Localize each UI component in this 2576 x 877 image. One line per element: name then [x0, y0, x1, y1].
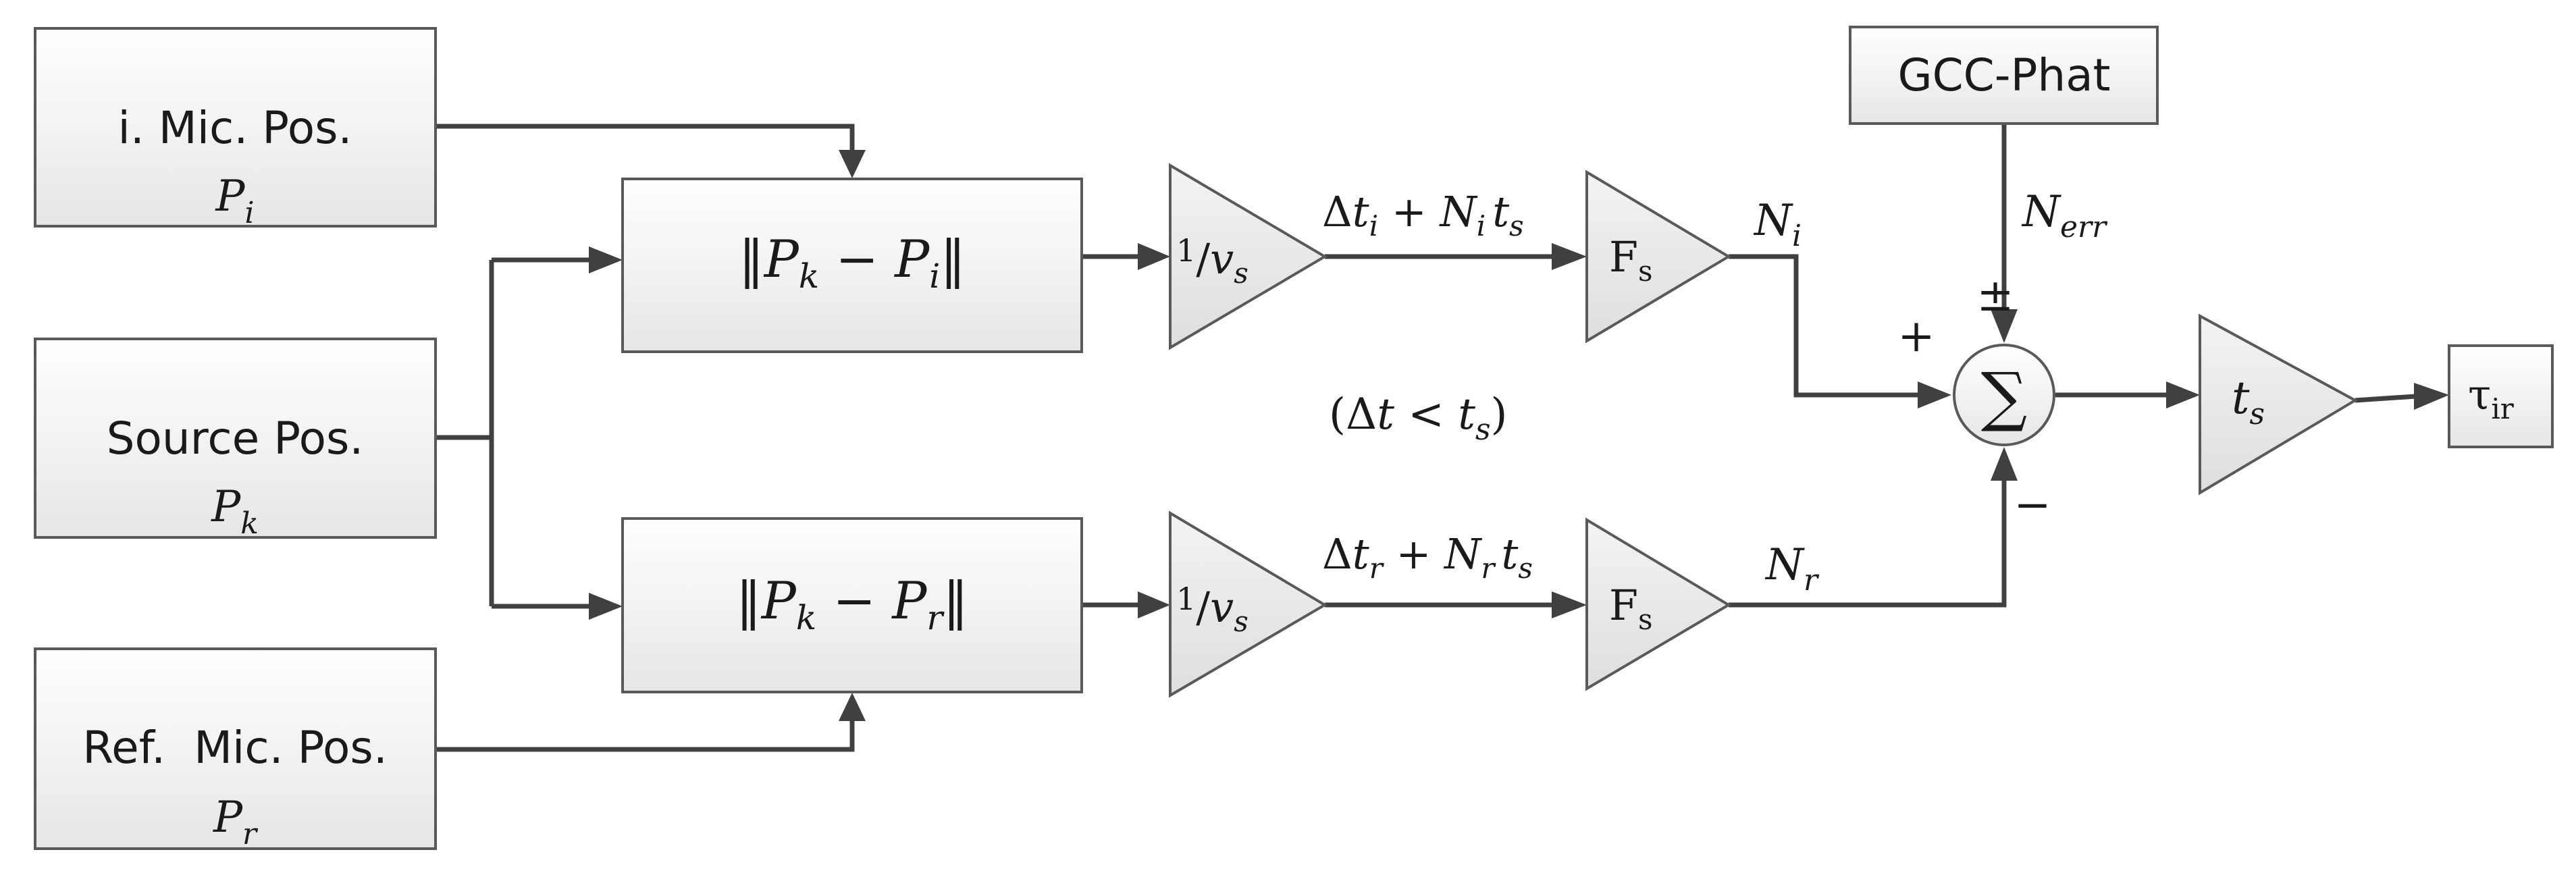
wire-ni-to-sum — [1729, 254, 1921, 398]
inv-speed-bottom-label: 1/vs — [1176, 581, 1248, 638]
block-output: τir — [2448, 344, 2554, 448]
count-bottom-label: Nr — [1764, 540, 1820, 597]
output-label: τir — [2468, 370, 2515, 425]
mic-i-symbol: Pi — [215, 171, 254, 230]
arrowhead — [1918, 381, 1951, 408]
sum-minus-sign: − — [2014, 479, 2051, 531]
mic-ref-label: Ref. Mic. Pos. — [82, 722, 388, 774]
sum-plus-minus-sign: ± — [1976, 269, 2014, 321]
gcc-phat-label: GCC-Phat — [1897, 49, 2110, 101]
block-norm-top: ‖Pk − Pi‖ — [621, 178, 1083, 353]
connections — [436, 124, 2449, 752]
inv-speed-top-label: 1/vs — [1176, 232, 1248, 290]
block-gcc-phat: GCC-Phat — [1849, 26, 2159, 125]
source-label: Source Pos. — [107, 413, 364, 464]
gain-fs-top: Fs — [1585, 169, 1731, 344]
wire-mic-ref-to-norm-bottom — [436, 716, 855, 752]
source-symbol: Pk — [211, 482, 259, 541]
error-label: Nerr — [2021, 187, 2108, 244]
arrowhead — [2166, 381, 2200, 408]
gain-inv-speed-bottom: 1/vs — [1169, 510, 1328, 698]
ts-gain-label: ts — [2232, 372, 2265, 431]
gain-ts: ts — [2199, 313, 2359, 496]
block-mic-ref: Ref. Mic. Pos. Pr — [34, 647, 437, 851]
arrowhead — [2414, 383, 2449, 410]
block-mic-i: i. Mic. Pos. Pi — [34, 27, 437, 230]
wire-mic-i-to-norm-top — [436, 124, 855, 155]
gain-inv-speed-top: 1/vs — [1169, 163, 1328, 350]
fs-top-label: Fs — [1609, 232, 1653, 288]
arrowhead — [1991, 309, 2018, 343]
arrowhead — [839, 693, 866, 721]
arrowhead — [589, 593, 623, 620]
arrowhead — [1552, 591, 1587, 618]
norm-top-expression: ‖Pk − Pi‖ — [739, 229, 966, 296]
mic-i-label: i. Mic. Pos. — [117, 102, 352, 154]
wire-ts-to-out — [2355, 394, 2417, 403]
sum-plus-sign: + — [1897, 310, 1935, 362]
arrowhead — [1138, 591, 1170, 618]
block-source: Source Pos. Pk — [34, 338, 437, 541]
arrowhead — [1138, 243, 1170, 270]
arrowhead — [839, 150, 866, 178]
gain-fs-bottom: Fs — [1585, 517, 1731, 691]
count-top-label: Ni — [1753, 196, 1802, 253]
arrowhead — [589, 246, 623, 273]
block-norm-bottom: ‖Pk − Pr‖ — [621, 517, 1083, 693]
wire-nr-to-sum — [1729, 476, 2007, 608]
norm-bottom-expression: ‖Pk − Pr‖ — [736, 570, 969, 637]
sum-symbol: ∑ — [1981, 358, 2028, 434]
mic-ref-symbol: Pr — [213, 793, 259, 851]
condition-label: (Δt < ts) — [1329, 390, 1508, 447]
arrowhead — [1552, 243, 1587, 270]
summing-junction: ∑ — [1953, 344, 2055, 446]
arrowhead — [1991, 447, 2018, 481]
fs-bottom-label: Fs — [1609, 581, 1653, 636]
